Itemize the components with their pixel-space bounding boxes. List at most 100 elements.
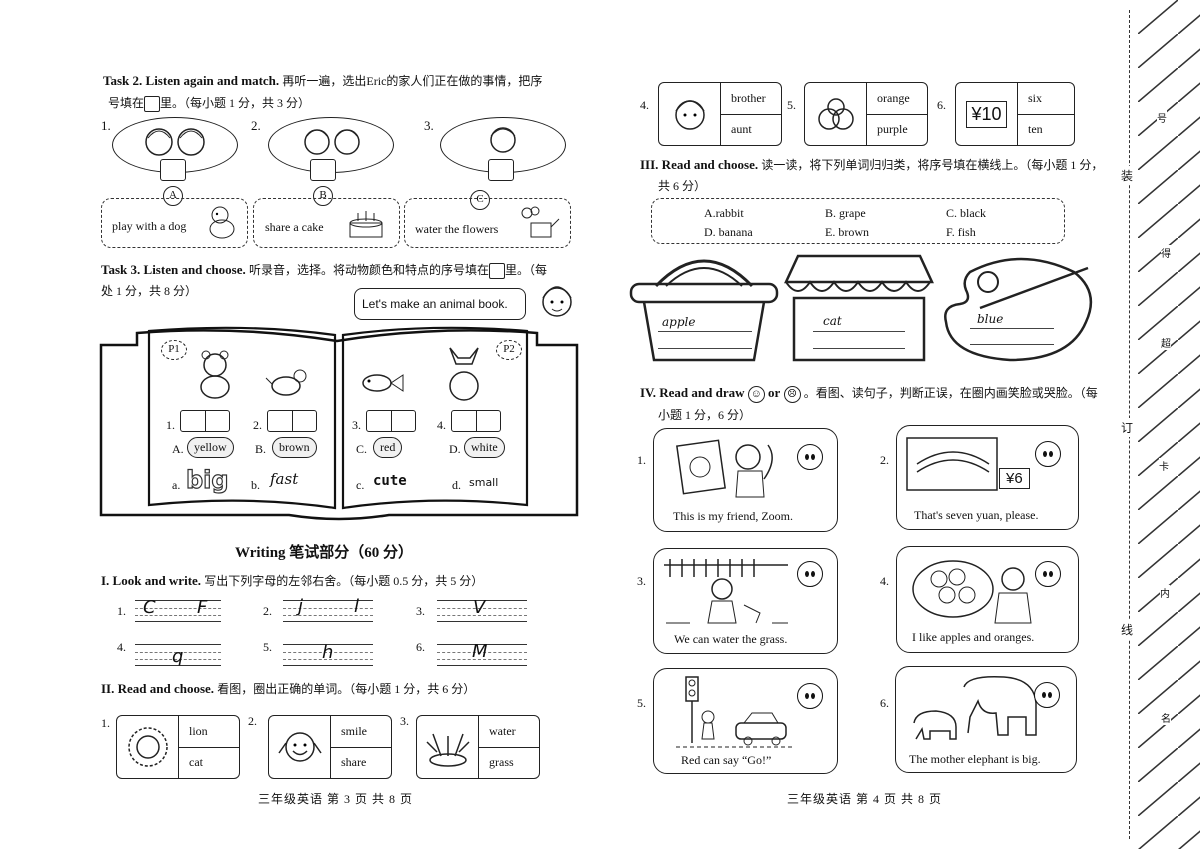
- palette-line-2[interactable]: [970, 344, 1054, 345]
- basket-line-2[interactable]: [658, 348, 752, 349]
- feature-letter-a: a.: [172, 478, 181, 492]
- speech-text: Let's make an animal book.: [362, 297, 508, 311]
- choose-word-6b[interactable]: ten: [1028, 122, 1043, 137]
- draw-sentence-4: I like apples and oranges.: [912, 630, 1035, 644]
- letter-writing-lines-6[interactable]: [437, 644, 527, 666]
- choose-word-3a[interactable]: water: [479, 716, 539, 748]
- shop-line-2[interactable]: [813, 348, 905, 349]
- choose-num-6: 6.: [937, 98, 946, 112]
- answer-face-6[interactable]: [1034, 682, 1060, 708]
- part4-header: IV. Read and draw ☺ or ☹ 。看图、读句子，判断正误，在圈…: [640, 384, 1098, 403]
- bird-icon: [265, 369, 307, 396]
- word-option-f: F. fish: [946, 225, 976, 239]
- feature-word-b: fast: [270, 470, 299, 488]
- letter-writing-lines-2[interactable]: [283, 600, 373, 622]
- traffic-light-scene-icon: [676, 676, 792, 748]
- part1-header: I. Look and write. 写出下列字母的左邻右舍。（每小题 0.5 …: [101, 573, 484, 588]
- choose-word-5b[interactable]: purple: [877, 122, 908, 137]
- answer-face-4[interactable]: [1035, 561, 1061, 587]
- letter-given-2-left: j: [298, 596, 304, 617]
- margin-note-5: 内: [1160, 585, 1170, 600]
- word-option-c: C. black: [946, 206, 986, 220]
- basket-line-1[interactable]: [658, 331, 752, 332]
- letter-given-5-left: h: [322, 642, 334, 663]
- word-option-d: D. banana: [704, 225, 753, 239]
- feature-letter-d: d.: [452, 478, 461, 492]
- task2-answer-box-1[interactable]: [160, 159, 186, 181]
- part2-header: II. Read and choose. 看图，圈出正确的单词。（每小题 1 分…: [101, 681, 476, 696]
- activity-text-1: play with a dog: [112, 219, 187, 233]
- choose-word-5a[interactable]: orange: [867, 83, 927, 115]
- activity-card-2: share a cake: [253, 198, 400, 248]
- margin-note-2: 得: [1161, 245, 1171, 260]
- task2-num-3: 3.: [424, 118, 434, 133]
- answer-face-3[interactable]: [797, 561, 823, 587]
- task3-answer-box-4[interactable]: [451, 410, 501, 432]
- fish-icon: [362, 374, 404, 392]
- margin-note-1: 号: [1157, 110, 1167, 125]
- part2-title: II. Read and choose.: [101, 681, 215, 696]
- answer-face-5[interactable]: [797, 683, 823, 709]
- draw-card-1: This is my friend, Zoom.: [653, 428, 838, 532]
- draw-card-5: Red can say “Go!”: [653, 668, 838, 774]
- palette-example: blue: [977, 312, 1004, 326]
- feature-word-d: small: [469, 476, 499, 489]
- letter-writing-lines-5[interactable]: [283, 644, 373, 666]
- choose-word-1b[interactable]: cat: [189, 755, 203, 770]
- letter-writing-lines-1[interactable]: [135, 600, 221, 622]
- answer-box-icon: [144, 96, 161, 113]
- letter-item-num-4: 4.: [117, 640, 126, 654]
- answer-face-2[interactable]: [1035, 441, 1061, 467]
- task2-letter-a: A: [163, 186, 183, 206]
- parents-icon: [304, 129, 360, 155]
- choose-card-3: water grass: [416, 715, 540, 779]
- palette-line-1[interactable]: [970, 328, 1054, 329]
- choose-word-1a[interactable]: lion: [179, 716, 239, 748]
- choose-word-6a[interactable]: six: [1018, 83, 1074, 115]
- speech-bubble: Let's make an animal book.: [354, 288, 526, 320]
- part4-title: IV. Read and draw: [640, 385, 745, 400]
- cake-icon: [349, 211, 383, 238]
- answer-face-1[interactable]: [797, 444, 823, 470]
- draw-card-4: I like apples and oranges.: [896, 546, 1079, 653]
- margin-note-4: 卡: [1159, 458, 1169, 473]
- price-tag-six: ¥6: [999, 468, 1030, 489]
- part1-title: I. Look and write.: [101, 573, 202, 588]
- boy-avatar: [542, 286, 572, 317]
- shop-icon: [784, 254, 934, 362]
- elephants-icon: [913, 675, 1037, 740]
- choose-word-2b[interactable]: share: [341, 755, 367, 770]
- task3-answer-box-2[interactable]: [267, 410, 317, 432]
- task3-answer-box-3[interactable]: [366, 410, 416, 432]
- choose-word-4a[interactable]: brother: [721, 83, 781, 115]
- grandparents-icon: [145, 128, 205, 156]
- task2-instruction-line2: 号填在里。（每小题 1 分，共 3 分）: [108, 94, 310, 113]
- choose-word-3b[interactable]: grass: [489, 755, 514, 770]
- activity-text-3: water the flowers: [415, 222, 499, 236]
- price-tag-ten: ¥10: [966, 100, 1007, 128]
- margin-label-zhuang: 装: [1121, 166, 1134, 185]
- right-page-footer: 三年级英语 第 4 页 共 8 页: [787, 792, 943, 806]
- choose-card-4: brother aunt: [658, 82, 782, 146]
- choose-word-2a[interactable]: smile: [331, 716, 391, 748]
- bananas-icon: [906, 437, 998, 491]
- task3-title: Task 3. Listen and choose.: [101, 262, 246, 277]
- choose-num-4: 4.: [640, 98, 649, 112]
- hatch-pattern: [1138, 0, 1200, 849]
- color-word-b: brown: [272, 437, 317, 458]
- letter-writing-lines-3[interactable]: [437, 600, 527, 622]
- choose-word-4b[interactable]: aunt: [731, 122, 752, 137]
- word-option-a: A.rabbit: [704, 206, 744, 220]
- feature-word-a: big: [185, 465, 229, 494]
- task2-answer-box-3[interactable]: [488, 159, 514, 181]
- letter-writing-lines-4[interactable]: [135, 644, 221, 666]
- task3-num-2: 2.: [253, 418, 262, 432]
- answer-box-icon: [489, 263, 505, 280]
- part4-instruction-line2: 小题 1 分，6 分）: [658, 408, 752, 422]
- activity-card-3: water the flowers: [404, 198, 571, 248]
- letter-given-1-left: C: [143, 597, 156, 618]
- task3-answer-box-1[interactable]: [180, 410, 230, 432]
- shop-line-1[interactable]: [813, 331, 905, 332]
- task2-answer-box-2[interactable]: [310, 159, 336, 181]
- letter-given-3-right: V: [473, 597, 486, 618]
